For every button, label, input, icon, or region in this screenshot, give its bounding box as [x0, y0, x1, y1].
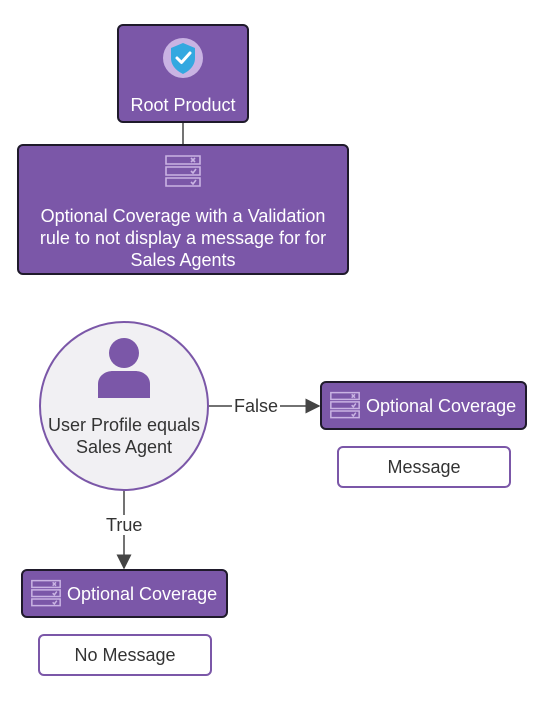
person-icon — [95, 336, 153, 403]
shield-check-icon — [162, 37, 204, 84]
message-true-label: No Message — [74, 644, 176, 665]
message-true-box: No Message — [38, 634, 212, 676]
message-false-label: Message — [387, 456, 461, 477]
product-list-icon — [164, 154, 202, 195]
true-edge-label: True — [104, 515, 145, 535]
coverage-true-label: Optional Coverage — [67, 583, 218, 604]
decision-node: User Profile equals Sales Agent — [40, 330, 208, 480]
product-list-icon — [329, 391, 361, 421]
message-false-box: Message — [337, 446, 511, 488]
root-product-label: Root Product — [130, 95, 236, 115]
root-product-node: Root Product — [117, 24, 249, 123]
product-list-icon — [30, 579, 62, 609]
coverage-true-node: Optional Coverage — [21, 569, 228, 618]
coverage-false-label: Optional Coverage — [366, 395, 517, 416]
decision-circle — [39, 321, 209, 491]
coverage-main-label: Optional Coverage with a Validation rule… — [39, 206, 327, 270]
decision-label: User Profile equals Sales Agent — [47, 415, 201, 457]
coverage-main-node: Optional Coverage with a Validation rule… — [17, 144, 349, 275]
false-edge-label: False — [232, 396, 281, 416]
coverage-false-node: Optional Coverage — [320, 381, 527, 430]
